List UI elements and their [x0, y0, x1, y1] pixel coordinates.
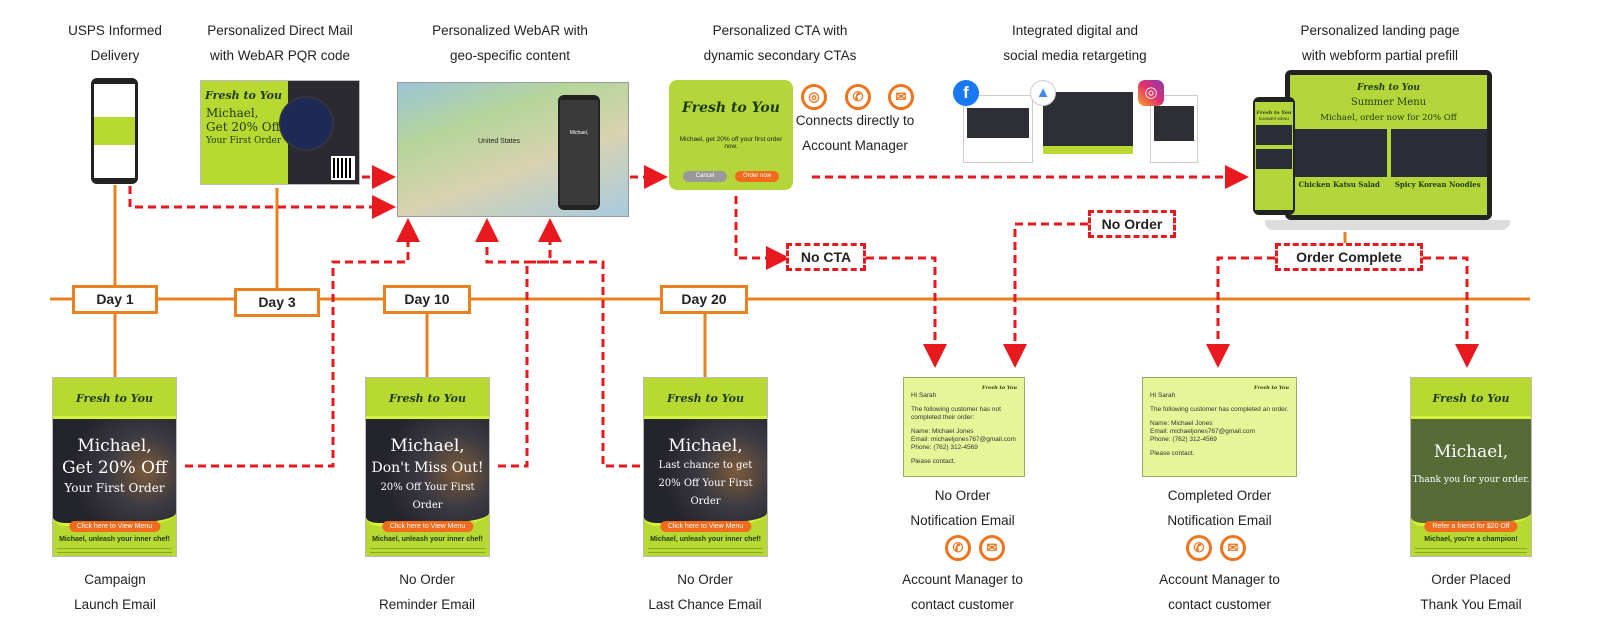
- instagram-icon: ◎: [1138, 80, 1164, 106]
- instagram-ad: [1150, 95, 1198, 163]
- mail-icon: ✉: [1220, 535, 1246, 561]
- cancel-button[interactable]: Cancel: [683, 171, 727, 182]
- no-cta-label: No CTA: [786, 243, 866, 271]
- laptop-base: [1265, 220, 1510, 230]
- webar-map: United States Michael,: [397, 82, 629, 217]
- phone-icon: ✆: [845, 84, 871, 110]
- phone-icon: ✆: [945, 535, 971, 561]
- reminder-email: Fresh to You Michael,Don't Miss Out!20% …: [365, 377, 490, 557]
- thank-you-email: Fresh to You Michael,Thank you for your …: [1410, 377, 1532, 557]
- usps-phone: [91, 78, 138, 184]
- landing-laptop: Fresh to You Summer Menu Michael, order …: [1285, 70, 1492, 220]
- google-ad: [1043, 92, 1133, 154]
- order-now-button[interactable]: Order now: [735, 171, 779, 182]
- order-complete-label: Order Complete: [1275, 243, 1423, 271]
- day-3: Day 3: [234, 288, 320, 317]
- day-10: Day 10: [383, 285, 471, 314]
- cta-popup: Fresh to You Michael, get 20% off your f…: [669, 80, 793, 190]
- google-ads-icon: ▲: [1030, 80, 1056, 106]
- mail-icon: ✉: [979, 535, 1005, 561]
- mail-icon: ✉: [888, 84, 914, 110]
- day-1: Day 1: [72, 285, 158, 314]
- facebook-icon: f: [953, 80, 979, 106]
- no-order-label: No Order: [1088, 210, 1176, 238]
- qr-code-icon: [331, 156, 355, 180]
- basketball-icon: ◎: [801, 84, 827, 110]
- phone-icon: ✆: [1186, 535, 1212, 561]
- day-20: Day 20: [660, 285, 748, 314]
- facebook-ad: [963, 95, 1033, 163]
